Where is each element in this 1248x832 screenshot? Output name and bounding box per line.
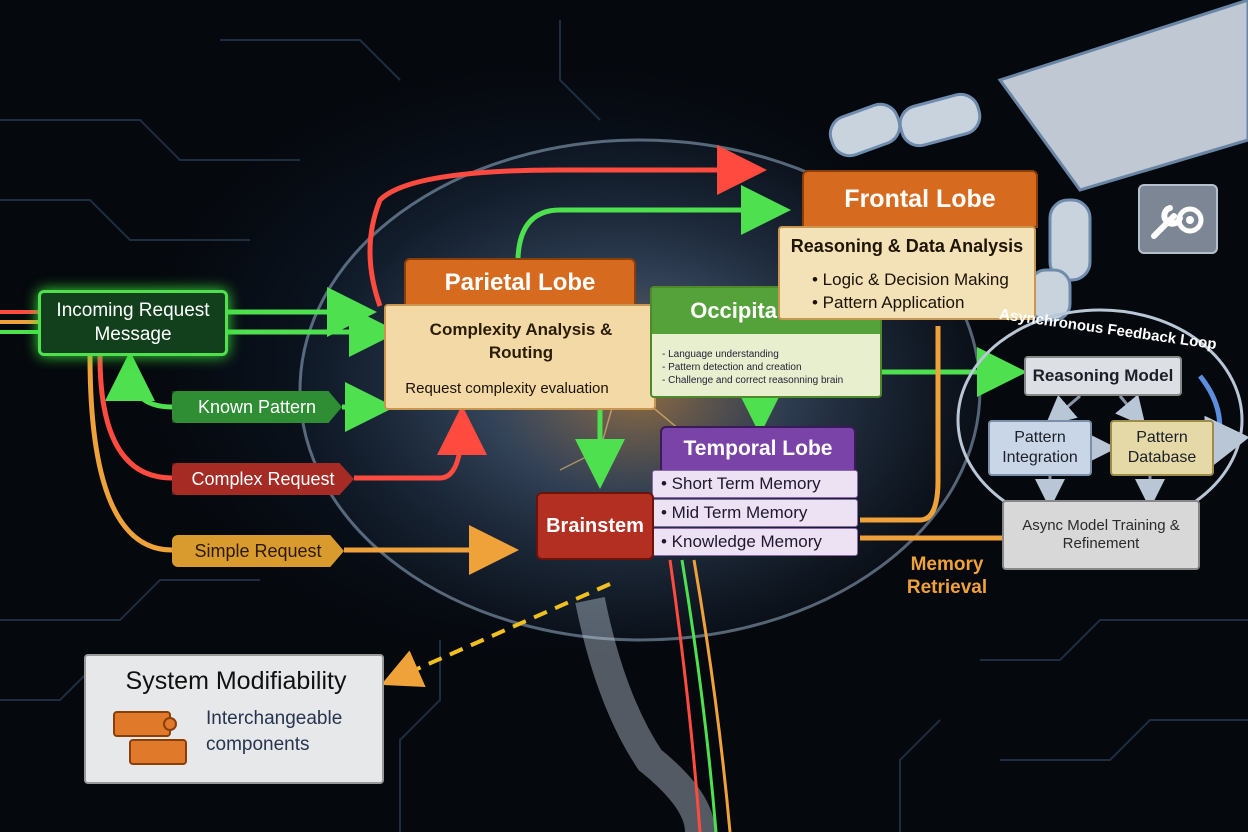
circuit-traces bbox=[0, 20, 1248, 832]
pattern-database-box: Pattern Database bbox=[1110, 420, 1214, 476]
occipital-item: - Pattern detection and creation bbox=[662, 362, 802, 373]
frontal-lobe-body: Reasoning & Data Analysis • Logic & Deci… bbox=[778, 226, 1036, 320]
occipital-item: - Challenge and correct reasonning brain bbox=[662, 375, 844, 386]
system-modifiability-title: System Modifiability bbox=[125, 666, 347, 695]
brain-stem-shape bbox=[575, 597, 715, 832]
loop-arrow bbox=[1198, 374, 1248, 472]
right-arrows bbox=[1035, 394, 1165, 509]
incoming-request-label: Incoming Request Message bbox=[56, 300, 210, 345]
frontal-subtitle: Reasoning & Data Analysis bbox=[790, 235, 1024, 256]
system-modifiability-panel: System Modifiability Interchangeable com… bbox=[84, 654, 384, 784]
frontal-list: • Logic & Decision Making • Pattern Appl… bbox=[812, 268, 1032, 314]
frontal-lobe-title: Frontal Lobe bbox=[802, 170, 1038, 228]
parietal-detail: Request complexity evaluation bbox=[405, 379, 609, 397]
red-arrows bbox=[97, 145, 767, 481]
memory-retrieval-label: Memory Retrieval bbox=[906, 554, 988, 598]
dashed-arrow bbox=[381, 582, 611, 688]
parietal-lobe-title: Parietal Lobe bbox=[404, 258, 636, 308]
parietal-lobe-body: Complexity Analysis & Routing Request co… bbox=[384, 304, 656, 410]
pattern-integration-box: Pattern Integration bbox=[988, 420, 1092, 476]
frontal-item: • Pattern Application bbox=[812, 293, 965, 312]
temporal-lobe-body: • Short Term Memory • Mid Term Memory • … bbox=[652, 468, 860, 558]
robot-hand bbox=[828, 0, 1248, 322]
spinal-lines bbox=[668, 559, 732, 832]
simple-request-label: Simple Request bbox=[172, 535, 344, 567]
parietal-subtitle: Complexity Analysis & Routing bbox=[429, 320, 613, 362]
known-pattern-label: Known Pattern bbox=[172, 391, 342, 423]
wrench-gear-icon bbox=[1138, 184, 1218, 254]
incoming-request-box: Incoming Request Message bbox=[38, 290, 228, 356]
temporal-lobe-title: Temporal Lobe bbox=[660, 426, 856, 472]
brainstem-box: Brainstem bbox=[536, 492, 654, 560]
short-term-memory: • Short Term Memory bbox=[652, 470, 858, 498]
knowledge-memory: • Knowledge Memory bbox=[652, 528, 858, 556]
reasoning-model-box: Reasoning Model bbox=[1024, 356, 1182, 396]
input-lines bbox=[0, 310, 38, 334]
green-arrows bbox=[105, 185, 1027, 489]
mid-term-memory: • Mid Term Memory bbox=[652, 499, 858, 527]
system-modifiability-text: Interchangeable components bbox=[206, 708, 343, 755]
frontal-item: • Logic & Decision Making bbox=[812, 270, 1009, 289]
puzzle-pieces-icon bbox=[108, 706, 194, 772]
occipital-item: - Language understanding bbox=[662, 349, 779, 360]
occipital-list: - Language understanding - Pattern detec… bbox=[662, 348, 877, 387]
async-training-box: Async Model Training & Refinement bbox=[1002, 500, 1200, 570]
complex-request-label: Complex Request bbox=[172, 463, 354, 495]
